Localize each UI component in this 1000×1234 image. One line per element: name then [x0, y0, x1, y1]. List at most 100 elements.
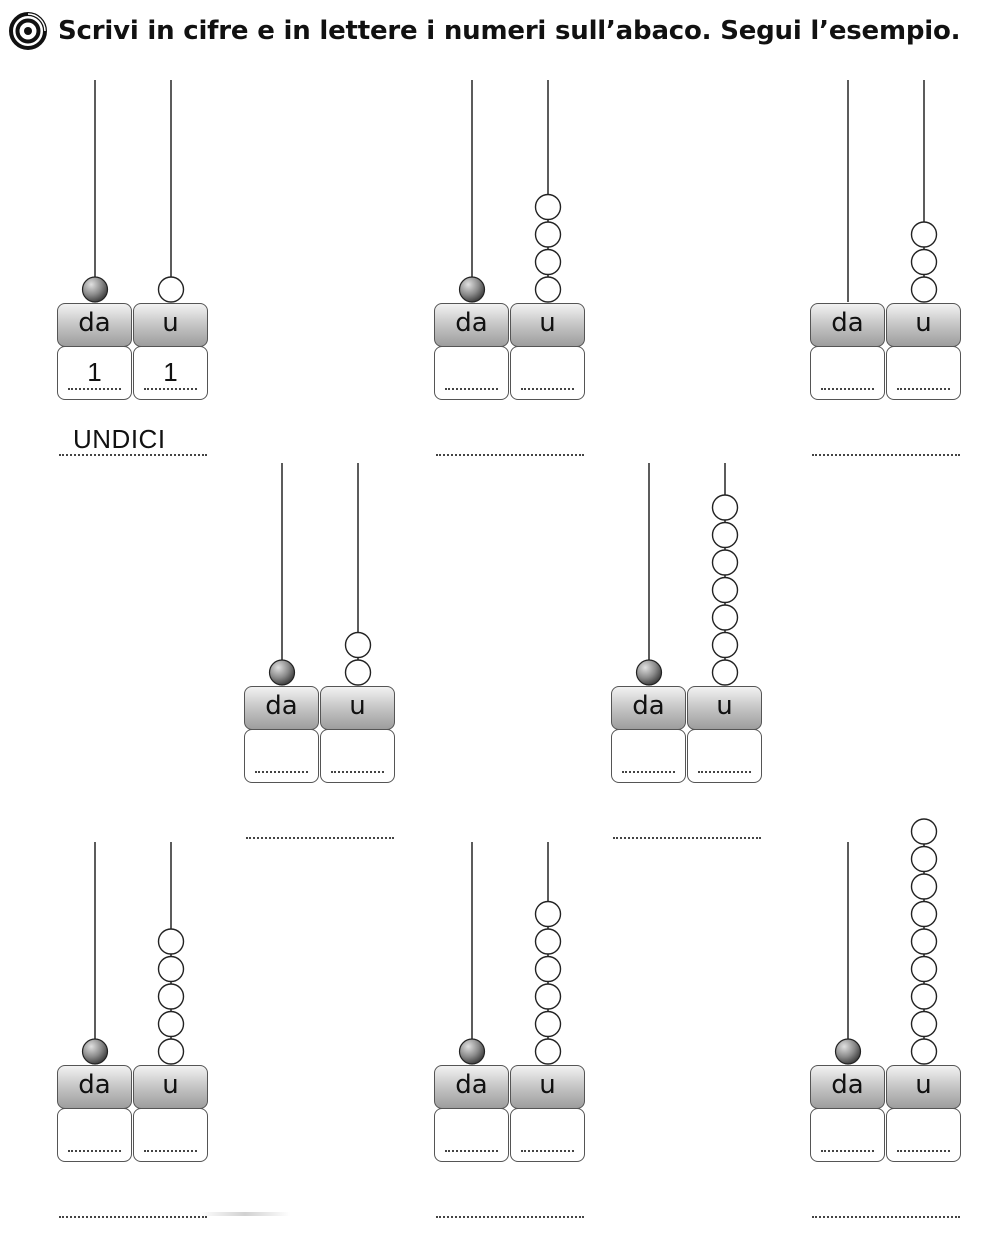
- dotted-line: [445, 1150, 498, 1152]
- dotted-line: [622, 771, 675, 773]
- units-bead: [534, 983, 562, 1010]
- dotted-line: [613, 837, 761, 839]
- word-answer-field[interactable]: [810, 418, 962, 458]
- units-label: u: [133, 303, 208, 347]
- tens-answer-box[interactable]: [810, 346, 885, 400]
- units-bead: [910, 955, 938, 983]
- digit-answer-row: 1 1: [57, 346, 209, 400]
- units-label: u: [510, 303, 585, 347]
- abacus-rods: [635, 463, 739, 686]
- tens-label: da: [57, 303, 132, 347]
- digit-answer-row: [244, 729, 396, 783]
- units-answer-box[interactable]: [510, 346, 585, 400]
- tens-label: da: [810, 303, 885, 347]
- abacus-3: da u: [810, 80, 962, 472]
- units-bead: [344, 659, 372, 686]
- abacus-6: da u: [57, 842, 209, 1234]
- digit-answer-row: [57, 1108, 209, 1162]
- units-bead: [910, 873, 938, 900]
- tens-bead: [458, 1038, 486, 1065]
- word-answer-field[interactable]: [57, 1180, 209, 1220]
- word-answer-field[interactable]: [244, 801, 396, 841]
- units-bead: [910, 845, 938, 873]
- tens-label: da: [244, 686, 319, 730]
- tens-label: da: [434, 1065, 509, 1109]
- abacus-rods: [847, 80, 938, 303]
- units-bead: [711, 576, 739, 604]
- dotted-line: [821, 1150, 874, 1152]
- dotted-line: [521, 388, 574, 390]
- dotted-line: [698, 771, 751, 773]
- dotted-line: [897, 1150, 950, 1152]
- units-bead: [157, 276, 185, 303]
- units-answer-box[interactable]: [320, 729, 395, 783]
- units-bead: [711, 604, 739, 631]
- tens-bead: [635, 659, 663, 686]
- units-bead: [711, 494, 739, 521]
- tens-bead: [81, 276, 109, 303]
- units-bead: [534, 955, 562, 983]
- place-value-labels: da u: [810, 1065, 962, 1109]
- units-answer-box[interactable]: [510, 1108, 585, 1162]
- number-word: UNDICI: [73, 424, 166, 454]
- tens-answer-box[interactable]: [434, 346, 509, 400]
- units-bead: [711, 631, 739, 659]
- abacus-rods: [458, 80, 562, 303]
- units-label: u: [886, 1065, 961, 1109]
- units-bead: [711, 659, 739, 686]
- word-answer-field[interactable]: [434, 418, 586, 458]
- dotted-line: [68, 388, 121, 390]
- units-bead: [910, 983, 938, 1010]
- units-answer-box[interactable]: [133, 1108, 208, 1162]
- units-answer-box[interactable]: [886, 1108, 961, 1162]
- abacus-rods: [268, 463, 372, 686]
- units-answer-box[interactable]: [886, 346, 961, 400]
- units-label: u: [886, 303, 961, 347]
- units-bead: [910, 928, 938, 955]
- abacus-7: da u: [434, 842, 586, 1234]
- units-bead: [157, 955, 185, 983]
- word-answer-field[interactable]: [611, 801, 763, 841]
- word-answer-field[interactable]: UNDICI: [57, 418, 209, 458]
- units-answer-box[interactable]: 1: [133, 346, 208, 400]
- tens-label: da: [57, 1065, 132, 1109]
- units-bead: [157, 1038, 185, 1065]
- abacus-4: da u: [244, 463, 396, 855]
- tens-answer-box[interactable]: [611, 729, 686, 783]
- units-bead: [534, 248, 562, 276]
- units-bead: [534, 900, 562, 928]
- units-digit: 1: [163, 357, 178, 387]
- dotted-line: [436, 1216, 584, 1218]
- abacus-rods: [458, 842, 562, 1065]
- place-value-labels: da u: [57, 1065, 209, 1109]
- tens-answer-box[interactable]: 1: [57, 346, 132, 400]
- units-label: u: [687, 686, 762, 730]
- units-bead: [534, 1038, 562, 1065]
- digit-answer-row: [810, 346, 962, 400]
- dotted-line: [812, 454, 960, 456]
- abacus-example: da u 1 1 UNDICI: [57, 80, 209, 472]
- units-label: u: [133, 1065, 208, 1109]
- word-answer-field[interactable]: [810, 1180, 962, 1220]
- units-bead: [711, 521, 739, 549]
- tens-answer-box[interactable]: [57, 1108, 132, 1162]
- dotted-line: [897, 388, 950, 390]
- units-answer-box[interactable]: [687, 729, 762, 783]
- tens-answer-box[interactable]: [810, 1108, 885, 1162]
- dotted-line: [144, 388, 197, 390]
- dotted-line: [331, 771, 384, 773]
- dotted-line: [445, 388, 498, 390]
- units-bead: [157, 1010, 185, 1038]
- tens-answer-box[interactable]: [434, 1108, 509, 1162]
- dotted-line: [59, 454, 207, 456]
- instruction-title: Scrivi in cifre e in lettere i numeri su…: [58, 16, 961, 46]
- word-answer-field[interactable]: [434, 1180, 586, 1220]
- units-bead: [910, 1038, 938, 1065]
- dotted-line: [821, 388, 874, 390]
- units-label: u: [320, 686, 395, 730]
- units-bead: [910, 221, 938, 248]
- units-bead: [910, 1010, 938, 1038]
- tens-answer-box[interactable]: [244, 729, 319, 783]
- tens-label: da: [434, 303, 509, 347]
- digit-answer-row: [611, 729, 763, 783]
